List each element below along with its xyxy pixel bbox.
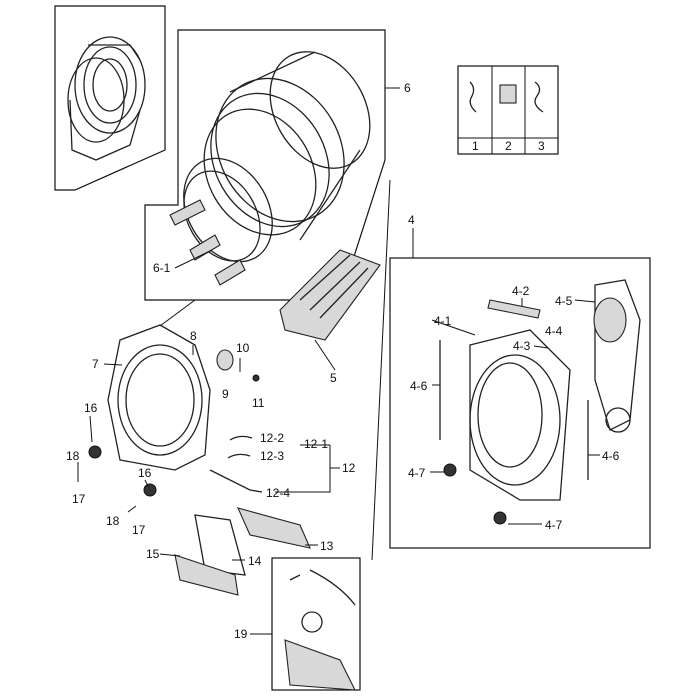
lower-parts-box: [271, 557, 361, 691]
rear-panel-image: [469, 329, 571, 501]
screw-11-image: [252, 374, 260, 382]
rear-panel-frame: [389, 257, 651, 549]
callout-4: 4: [408, 213, 415, 227]
callout-11: 11: [252, 396, 265, 410]
inset-frame: [54, 5, 166, 191]
callout-12-3: 12-3: [260, 449, 284, 463]
callout-10: 10: [236, 341, 250, 355]
door-catch-15-image: [174, 554, 239, 596]
callout-4-3: 4-3: [513, 339, 531, 353]
leader-5: [314, 339, 336, 371]
rear-panel-box: [389, 228, 651, 549]
front-frame-image: [107, 324, 211, 471]
leader-drum-to-panel: [371, 179, 391, 561]
drum-image: [183, 51, 371, 263]
drum-box-frame: [144, 29, 386, 301]
callout-4-7b: 4-7: [545, 518, 563, 532]
callout-15: 15: [146, 547, 160, 561]
leader-16a: [89, 415, 93, 443]
motor-part-9-image: [216, 349, 234, 371]
leader-7: [103, 363, 123, 366]
leader-12-4: [275, 445, 331, 493]
lower-box-frame: [271, 557, 361, 691]
leader-6-1: [174, 249, 213, 269]
callout-8: 8: [190, 329, 197, 343]
callout-12-1: 12-1: [304, 437, 328, 451]
callout-12: 12: [342, 461, 356, 475]
callout-17b: 17: [132, 523, 146, 537]
bracket-13-image: [237, 507, 311, 549]
callout-2: 2: [505, 139, 512, 153]
callout-14: 14: [248, 554, 262, 568]
component-2-image: [499, 84, 517, 104]
heater-duct-image: [593, 279, 641, 433]
callout-4-6a: 4-6: [410, 379, 428, 393]
screw-strips: [439, 340, 589, 480]
assembled-view-inset: [54, 5, 166, 191]
callout-18a: 18: [66, 449, 80, 463]
callout-18b: 18: [106, 514, 120, 528]
leader-18b: [127, 505, 137, 513]
wire-harness-image: [209, 435, 263, 493]
components-frame: [457, 65, 559, 155]
callout-16a: 16: [84, 401, 98, 415]
leader-4-1: [431, 319, 476, 336]
component-3-image: [534, 81, 544, 113]
callout-4-7a: 4-7: [408, 466, 426, 480]
callout-17a: 17: [72, 492, 86, 506]
callout-16b: 16: [138, 466, 152, 480]
callout-6: 6: [404, 81, 411, 95]
component-1-image: [469, 81, 477, 113]
callout-4-5: 4-5: [555, 294, 573, 308]
drum-lifter-baffles: [169, 199, 246, 286]
callout-9: 9: [222, 387, 229, 401]
components-inset: [457, 65, 559, 155]
callout-19: 19: [234, 627, 248, 641]
leader-15: [159, 553, 181, 557]
leader-4-3: [533, 345, 549, 349]
o-ring-image: [301, 611, 323, 633]
callout-3: 3: [538, 139, 545, 153]
leader-16b: [144, 479, 149, 487]
assembled-drum-image: [67, 36, 146, 161]
duct-19-image: [284, 639, 356, 691]
callout-5: 5: [330, 371, 337, 385]
lint-filter-image: [279, 249, 381, 341]
filter-housing-14-image: [194, 514, 246, 576]
callout-4-4: 4-4: [545, 324, 563, 338]
callout-12-4: 12-4: [266, 486, 290, 500]
callout-1: 1: [472, 139, 479, 153]
feet-4-7: [443, 463, 507, 525]
callout-4-1: 4-1: [434, 314, 452, 328]
drum-assembly-box: [144, 29, 386, 327]
left-feet-16: [88, 445, 157, 497]
leader-drum-to-frame: [159, 299, 196, 327]
hose-clip-image: [289, 569, 356, 606]
leader-4-5: [574, 299, 596, 303]
callout-7: 7: [92, 357, 99, 371]
callout-4-6b: 4-6: [602, 449, 620, 463]
callout-13: 13: [320, 539, 334, 553]
callout-12-2: 12-2: [260, 431, 284, 445]
callout-6-1: 6-1: [153, 261, 171, 275]
sensor-bracket-4-2: [487, 299, 541, 319]
callout-4-2: 4-2: [512, 284, 530, 298]
